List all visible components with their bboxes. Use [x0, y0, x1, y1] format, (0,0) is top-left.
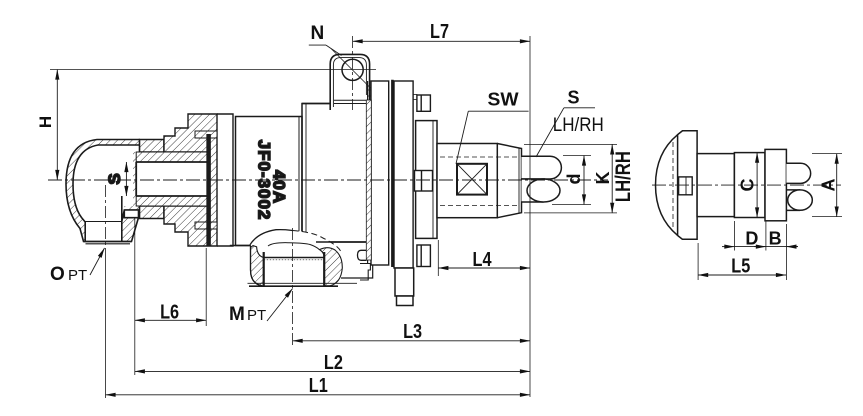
svg-text:L6: L6 — [160, 302, 179, 324]
svg-text:LH/RH: LH/RH — [553, 115, 604, 136]
svg-text:B: B — [769, 229, 782, 249]
svg-text:N: N — [311, 23, 325, 44]
svg-text:L3: L3 — [403, 321, 422, 343]
svg-text:PT: PT — [247, 307, 266, 324]
svg-text:L7: L7 — [430, 21, 449, 43]
svg-text:A: A — [819, 179, 839, 192]
svg-text:C: C — [737, 179, 757, 192]
svg-text:S: S — [105, 173, 124, 184]
svg-text:L2: L2 — [324, 352, 343, 374]
svg-text:40A: 40A — [270, 170, 289, 204]
svg-text:L1: L1 — [309, 375, 328, 397]
svg-text:D: D — [745, 229, 758, 249]
svg-text:L5: L5 — [731, 256, 750, 278]
svg-text:M: M — [229, 304, 245, 325]
svg-text:O: O — [50, 264, 65, 285]
svg-text:d: d — [564, 174, 584, 185]
svg-text:S: S — [567, 88, 579, 108]
svg-text:K: K — [593, 172, 613, 185]
svg-text:LH/RH: LH/RH — [612, 151, 635, 202]
svg-text:H: H — [36, 116, 55, 128]
svg-text:PT: PT — [68, 267, 87, 284]
svg-text:SW: SW — [488, 90, 519, 110]
svg-text:L4: L4 — [473, 249, 493, 271]
